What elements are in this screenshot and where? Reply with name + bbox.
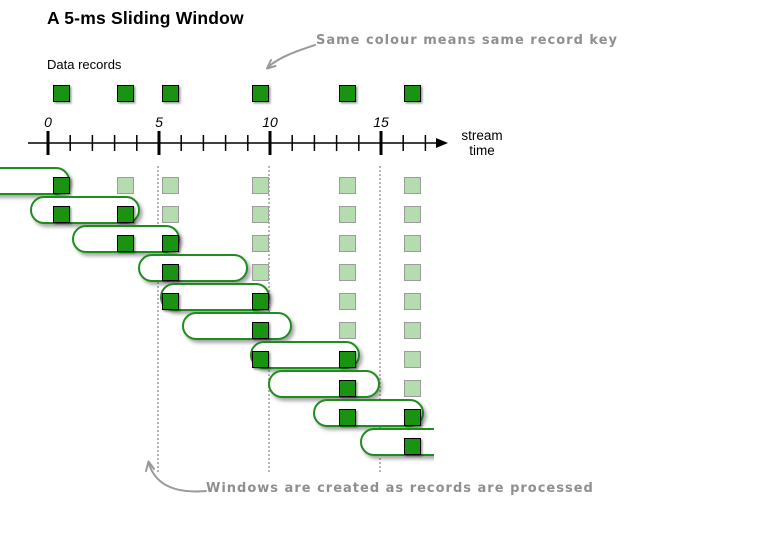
record-square [52,206,70,223]
record-square [162,235,180,252]
faded-record-square [404,322,422,339]
record-square [52,177,70,194]
annotation-same-colour: Same colour means same record key [316,33,618,48]
record-square [117,235,135,252]
record-square [162,264,180,281]
record-square [339,351,357,368]
record-square [252,322,270,339]
record-square [404,438,422,455]
data-record-square [252,85,270,102]
sliding-window [137,254,248,282]
faded-record-square [404,177,422,194]
data-record-square [52,85,70,102]
faded-record-square [404,293,422,310]
faded-record-square [252,177,270,194]
window-clip-wrapper [359,428,434,463]
faded-record-square [162,177,180,194]
faded-record-square [404,264,422,281]
faded-record-square [339,264,357,281]
axis-tick-label: 10 [262,114,278,130]
record-square [162,293,180,310]
faded-record-square [162,206,180,223]
faded-record-square [252,264,270,281]
annotation-arrow-top [266,44,316,70]
faded-record-square [404,206,422,223]
record-square [117,206,135,223]
stream-time-axis: 0 5 10 15 [28,114,448,155]
faded-record-square [252,206,270,223]
stream-time-line1: stream [461,128,503,143]
record-square [252,351,270,368]
annotation-arrow-bottom [145,460,207,493]
axis-tick-label: 15 [373,114,389,130]
annotation-windows-created: Windows are created as records are proce… [206,481,594,496]
faded-record-square [404,235,422,252]
record-square [252,293,270,310]
sliding-window [267,370,380,398]
faded-record-square [339,206,357,223]
faded-record-square [339,177,357,194]
diagram-title: A 5-ms Sliding Window [47,8,244,28]
record-square [404,409,422,426]
faded-record-square [339,235,357,252]
stream-time-label: stream time [454,128,510,158]
record-square [339,409,357,426]
dotted-guideline [157,166,159,472]
faded-record-square [339,293,357,310]
data-record-square [117,85,135,102]
faded-record-square [404,351,422,368]
data-record-square [404,85,422,102]
faded-record-square [404,380,422,397]
axis-arrowhead-icon [436,138,448,148]
data-record-square [162,85,180,102]
data-records-label: Data records [47,57,122,72]
faded-record-square [252,235,270,252]
faded-record-square [117,177,135,194]
record-square [339,380,357,397]
sliding-window [359,428,434,456]
sliding-window [182,312,293,340]
data-record-square [339,85,357,102]
stream-time-line2: time [469,142,495,158]
dotted-guideline [379,166,381,472]
faded-record-square [339,322,357,339]
axis-tick-label: 0 [44,114,52,130]
axis-tick-label: 5 [155,114,163,130]
